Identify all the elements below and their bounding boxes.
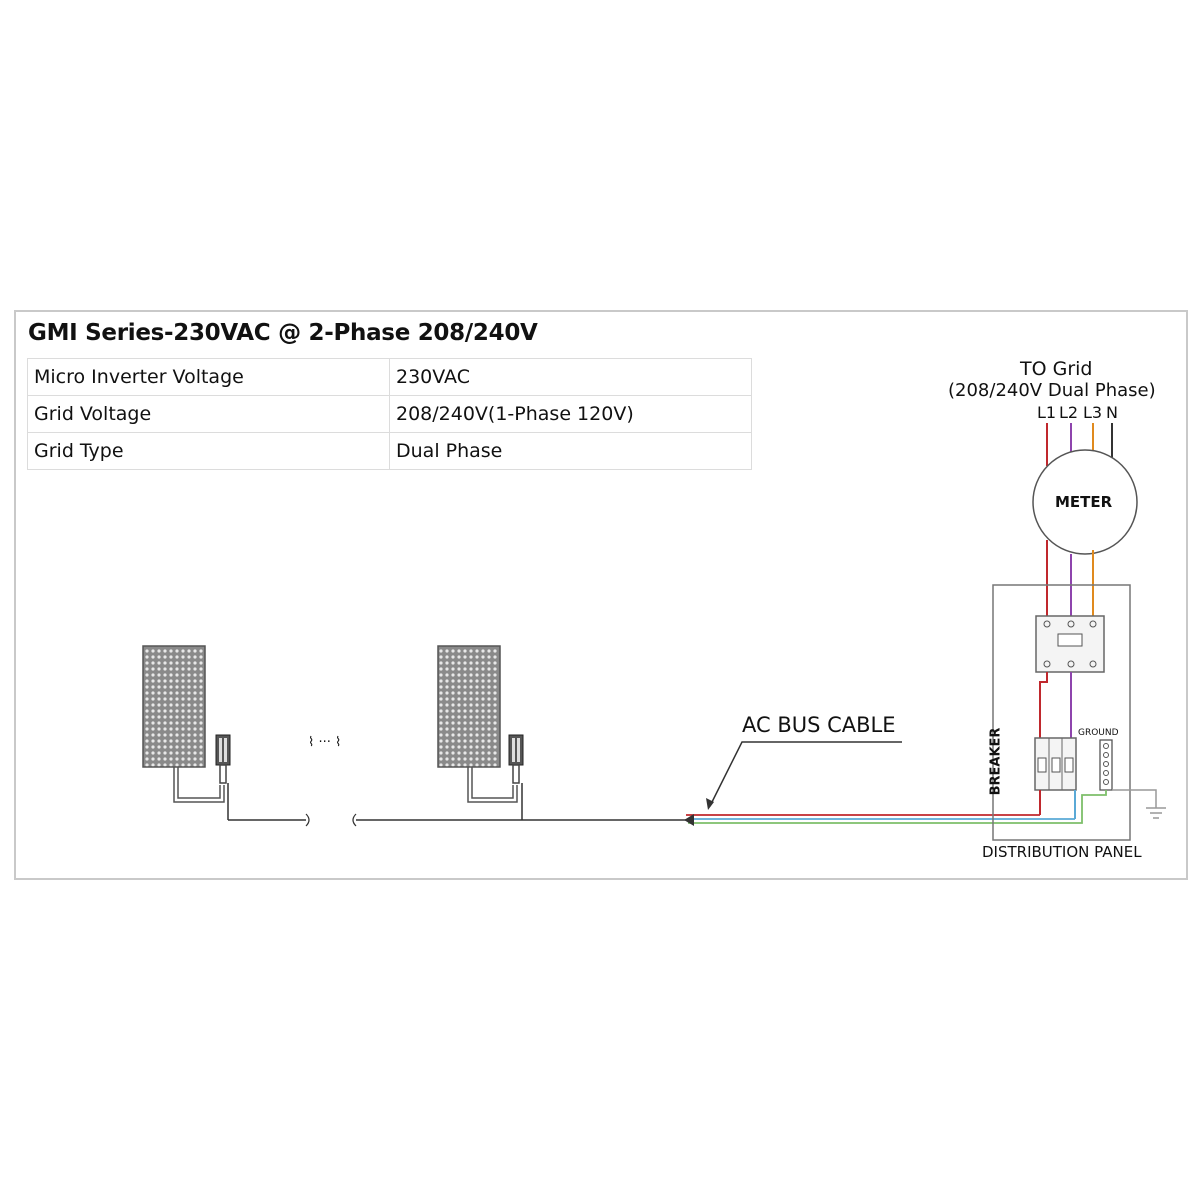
table-row: Grid Type Dual Phase	[27, 432, 752, 470]
table-row: Grid Voltage 208/240V(1-Phase 120V)	[27, 395, 752, 433]
distribution-panel-box	[992, 584, 1131, 841]
ground-bar	[1099, 739, 1113, 791]
spec-table: Micro Inverter Voltage 230VAC Grid Volta…	[27, 358, 752, 470]
meter-label: METER	[1055, 493, 1113, 511]
meter-circle	[1032, 449, 1138, 555]
ground-label: GROUND	[1078, 728, 1119, 738]
panel-1-dc-cable	[177, 767, 221, 799]
spec-label: Grid Type	[27, 432, 390, 470]
diagram-title: GMI Series-230VAC @ 2-Phase 208/240V	[28, 320, 538, 346]
spec-label: Micro Inverter Voltage	[27, 358, 390, 396]
grid-line-label-l3: L3	[1083, 403, 1103, 422]
micro-inverter-1	[215, 734, 231, 784]
grid-line-label-l2: L2	[1059, 403, 1079, 422]
micro-inverter-2	[508, 734, 524, 784]
breaker	[1034, 737, 1077, 791]
spec-value: Dual Phase	[389, 432, 752, 470]
grid-line-label-n: N	[1106, 403, 1118, 422]
solar-panel-2	[437, 645, 501, 768]
grid-subtitle: (208/240V Dual Phase)	[948, 380, 1156, 401]
earth-wire	[1112, 789, 1157, 808]
earth-ground-icon	[1146, 807, 1166, 819]
main-switch	[1035, 615, 1105, 673]
ac-bus-leader	[709, 741, 902, 807]
grid-title: TO Grid	[1020, 358, 1093, 380]
panel-2-dc-cable	[471, 767, 514, 799]
distribution-panel-label: DISTRIBUTION PANEL	[982, 843, 1142, 861]
table-row: Micro Inverter Voltage 230VAC	[27, 358, 752, 396]
breaker-label: BREAKER	[988, 727, 1004, 796]
ac-bus-cable-label: AC BUS CABLE	[742, 713, 896, 737]
spec-value: 230VAC	[389, 358, 752, 396]
grid-line-label-l1: L1	[1037, 403, 1057, 422]
solar-panel-1	[142, 645, 206, 768]
ellipsis-label: ⌇ ··· ⌇	[308, 735, 342, 750]
